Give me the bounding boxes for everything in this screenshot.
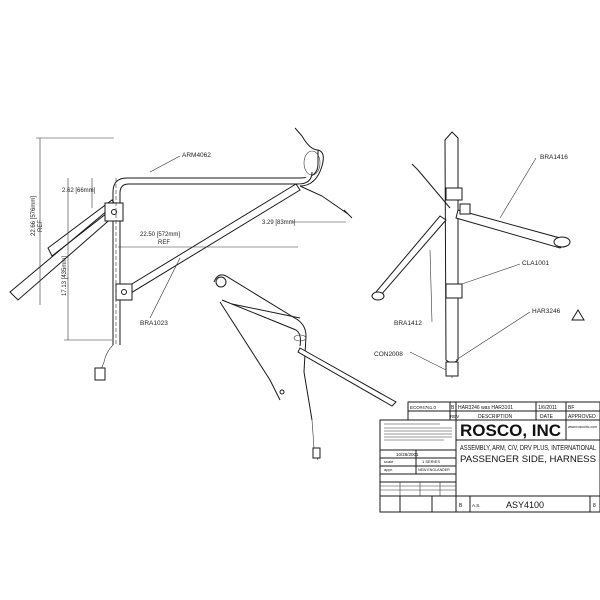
dwn-initials: A.S. — [472, 503, 481, 508]
hdr-approved: APPROVED — [568, 414, 596, 420]
label-bra-right: BRA1412 — [394, 320, 422, 327]
hdr-desc: DESCRIPTION — [478, 414, 513, 420]
left-arm-assembly — [9, 127, 353, 381]
drawn-label: appr. — [384, 467, 393, 472]
title-line-2: PASSENGER SIDE, HARNESS — [460, 454, 596, 465]
title-line-1: ASSEMBLY, ARM, C/V, DRV PLUS, INTERNATIO… — [460, 443, 596, 452]
warning-icon — [571, 309, 585, 321]
label-arm: ARM4062 — [182, 152, 211, 159]
fine-print — [384, 423, 452, 441]
scale-value: 1 SERIES — [422, 459, 440, 464]
label-har: HAR3246 — [532, 308, 561, 315]
company-name: ROSCO, INC — [460, 421, 561, 440]
right-arm-assembly — [371, 131, 571, 378]
right-offset-dim: 3.29 [83mm] — [262, 220, 296, 226]
title-block: ECO#4761.0 B HAR3246 was HAR3101 1/6/201… — [379, 401, 600, 513]
scale-label: scale — [384, 459, 394, 464]
left-dimensions: 22.66 [576mm] REF 17.13 [435mm] 2.62 [66… — [31, 137, 346, 341]
label-con: CON2008 — [374, 351, 403, 358]
perspective-assembly — [213, 274, 397, 461]
width-ref-sub: REF — [158, 240, 170, 246]
label-cla: CLA1001 — [522, 260, 549, 267]
hdr-rev: REV — [450, 414, 459, 419]
rev-desc: HAR3246 was HAR3101 — [458, 405, 513, 411]
label-bra-left: BRA1023 — [140, 320, 168, 327]
sheet-label: 8 — [593, 503, 596, 509]
label-bra-top-right: BRA1416 — [540, 154, 568, 161]
height-ref-dim: 22.66 [576mm] — [31, 196, 37, 236]
width-ref-dim: 22.50 [572mm] — [140, 232, 180, 238]
drawing-number: ASY4100 — [506, 500, 544, 510]
height-ref-sub: REF — [38, 220, 44, 232]
rev-date: 1/6/2011 — [538, 405, 557, 411]
rev-ecn: ECO#4761.0 — [410, 405, 437, 410]
rev-letter: B — [451, 405, 455, 411]
hdr-date: DATE — [540, 414, 554, 420]
drawn-value: NEW ENGLANDER — [418, 468, 450, 472]
rev-by: BF — [568, 405, 574, 411]
height-inner-dim: 17.13 [435mm] — [62, 256, 68, 296]
size-label: B — [459, 503, 463, 509]
offset-top-dim: 2.62 [66mm] — [62, 188, 96, 194]
company-small: www.roscoinc.com — [568, 425, 597, 429]
date-value: 10/28/2001 — [396, 452, 419, 457]
